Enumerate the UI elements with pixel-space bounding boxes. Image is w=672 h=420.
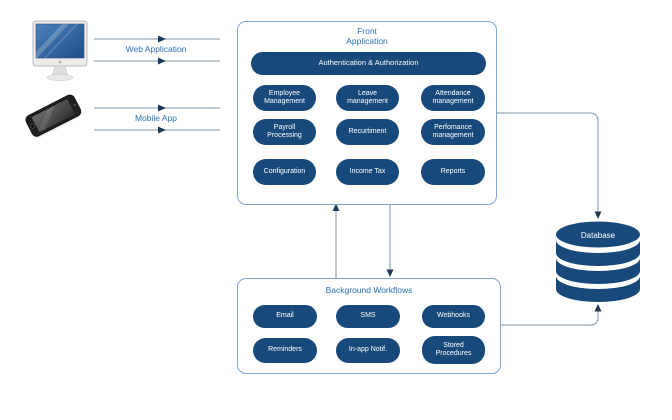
smartphone-icon [25,94,82,139]
pill-in-app-notifications: In-app Notif. [336,338,400,363]
desktop-computer-icon [32,20,88,81]
database-label: Database [581,231,616,240]
pill-payroll-processing: Payroll Processing [253,119,316,145]
mobile-app-label: Mobile App [134,113,178,123]
front-application-box: Front Application Authentication & Autho… [237,21,497,205]
pill-recruitment: Recurtiment [336,119,399,145]
pill-configuration: Configuration [253,159,316,185]
pill-stored-procedures: Stored Procedures [422,336,485,364]
pill-sms: SMS [336,305,400,328]
pill-webhooks: Webhooks [422,305,485,328]
front-application-title-line1: Front [357,26,377,36]
background-workflows-title: Background Workflows [325,285,413,295]
database-icon: Database [556,221,640,302]
background-workflows-box: Background Workflows Email SMS Webhooks … [237,278,501,374]
pill-reminders: Reminders [253,338,317,363]
front-application-title: Front Application [238,26,496,46]
pill-income-tax: Income Tax [336,159,399,185]
pill-employee-management: Employee Management [253,85,316,111]
pill-attendance-management: Attendance management [421,85,485,111]
web-application-label: Web Application [125,44,187,54]
pill-authentication-authorization: Authentication & Authorization [251,52,486,75]
pill-reports: Reports [421,159,485,185]
pill-email: Email [253,305,317,328]
front-application-title-line2: Application [346,36,388,46]
pill-performance-management: Perfomance management [421,119,485,145]
pill-leave-management: Leave management [336,85,399,111]
